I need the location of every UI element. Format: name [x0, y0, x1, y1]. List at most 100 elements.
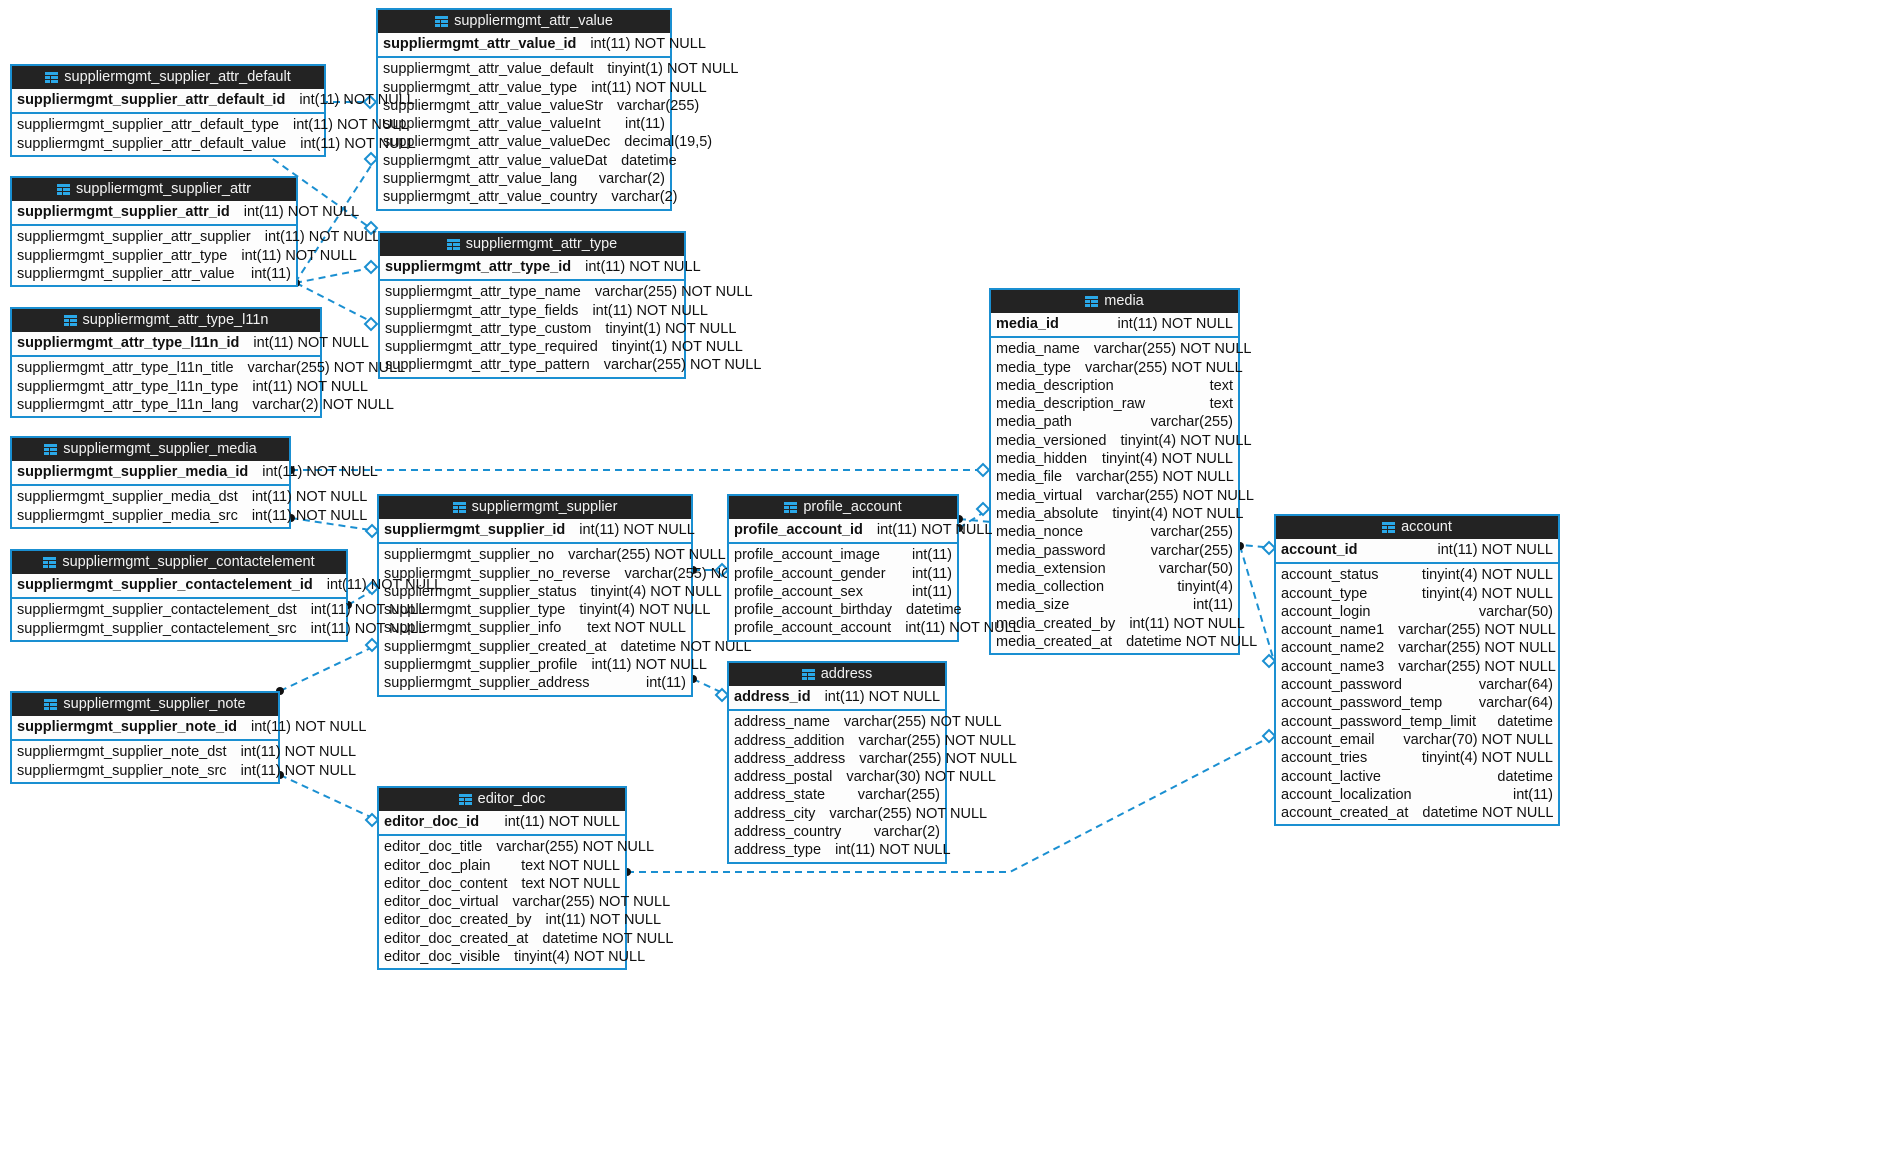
entity-title-bar[interactable]: media: [991, 290, 1238, 313]
primary-key-section: suppliermgmt_supplier_contactelement_id i…: [12, 574, 442, 600]
entity-title-bar[interactable]: address: [729, 663, 945, 686]
column-type: int(11) NOT NULL: [240, 744, 357, 761]
column-name: media_nonce: [996, 524, 1084, 541]
entity-name: suppliermgmt_supplier_attr: [76, 181, 251, 197]
table-icon: [784, 501, 798, 513]
column-name: media_name: [996, 341, 1080, 358]
column-type: int(11) NOT NULL: [252, 378, 368, 395]
entity-title-bar[interactable]: suppliermgmt_supplier_note: [12, 693, 278, 716]
column-name: profile_account_image: [734, 547, 880, 564]
entity-table[interactable]: suppliermgmt_attr_type suppliermgmt_attr_…: [378, 231, 761, 379]
column-name: suppliermgmt_supplier_contactelement_id: [17, 577, 313, 593]
column-type: tinyint(4) NOT NULL: [1421, 567, 1553, 584]
column-type: varchar(30) NOT NULL: [846, 769, 996, 786]
column-type: varchar(255) NOT NULL: [496, 839, 655, 856]
column-type: int(11) NOT NULL: [326, 577, 443, 593]
entity-name: suppliermgmt_attr_type: [465, 236, 618, 252]
column-type: int(11) NOT NULL: [251, 507, 368, 524]
entity-title-bar[interactable]: suppliermgmt_supplier: [379, 496, 691, 519]
entity-title-bar[interactable]: suppliermgmt_supplier_attr_default: [12, 66, 324, 89]
column-name: suppliermgmt_supplier_contactelement_src: [17, 620, 297, 637]
column-type: varchar(50): [1158, 560, 1233, 577]
entity-title-bar[interactable]: editor_doc: [379, 788, 625, 811]
entity-title-bar[interactable]: suppliermgmt_supplier_contactelement: [12, 551, 346, 574]
column-type: text NOT NULL: [521, 857, 620, 874]
column-name: account_tries: [1281, 750, 1368, 767]
entity-title-bar[interactable]: suppliermgmt_attr_value: [378, 10, 670, 33]
column-type: int(11) NOT NULL: [1437, 542, 1554, 558]
column-type: tinyint(1) NOT NULL: [611, 339, 743, 356]
column-type: varchar(255) NOT NULL: [1076, 469, 1234, 486]
column-type: int(11) NOT NULL: [251, 489, 368, 506]
column-type: int(11): [911, 565, 952, 582]
column-type: int(11): [250, 265, 291, 282]
column-name: suppliermgmt_supplier_id: [384, 522, 566, 538]
entity-title-bar[interactable]: suppliermgmt_attr_type_l11n: [12, 309, 320, 332]
entity-title-bar[interactable]: suppliermgmt_supplier_media: [12, 438, 289, 461]
entity-name: profile_account: [803, 499, 902, 515]
entity-title-bar[interactable]: suppliermgmt_attr_type: [380, 233, 684, 256]
entity-title-bar[interactable]: account: [1276, 516, 1558, 539]
column-type: varchar(255) NOT NULL: [829, 805, 988, 822]
column-name: media_collection: [996, 579, 1105, 596]
column-name: suppliermgmt_supplier_address: [384, 675, 590, 692]
column-name: suppliermgmt_supplier_attr_id: [17, 204, 230, 220]
entity-title-bar[interactable]: suppliermgmt_supplier_attr: [12, 178, 296, 201]
column-type: int(11): [624, 116, 665, 133]
column-type: tinyint(4) NOT NULL: [514, 949, 646, 966]
relationship-edge: [276, 637, 380, 695]
entity-title-bar[interactable]: profile_account: [729, 496, 957, 519]
column-type: int(11): [1192, 597, 1233, 614]
column-row: suppliermgmt_supplier_contactelement_src…: [12, 620, 426, 638]
column-name: account_password: [1281, 677, 1402, 694]
column-name: account_id: [1281, 542, 1358, 558]
column-name: suppliermgmt_supplier_media_src: [17, 507, 238, 524]
column-name: suppliermgmt_supplier_media_dst: [17, 489, 238, 506]
entity-table[interactable]: suppliermgmt_supplier_attr suppliermgmt_s…: [10, 176, 380, 288]
column-type: varchar(2): [598, 171, 665, 188]
column-type: int(11) NOT NULL: [905, 620, 1021, 637]
column-name: account_status: [1281, 567, 1379, 584]
column-name: account_password_temp: [1281, 695, 1443, 712]
relationship-edge: [291, 259, 379, 287]
column-name: media_hidden: [996, 451, 1088, 468]
column-type: datetime: [621, 152, 677, 169]
column-type: int(11) NOT NULL: [240, 762, 357, 779]
column-name: suppliermgmt_supplier_contactelement_dst: [17, 602, 297, 619]
entity-table[interactable]: account account_id int(11) NOT NULL account…: [1274, 514, 1560, 827]
column-type: tinyint(1) NOT NULL: [605, 320, 737, 337]
column-name: suppliermgmt_supplier_info: [384, 620, 562, 637]
